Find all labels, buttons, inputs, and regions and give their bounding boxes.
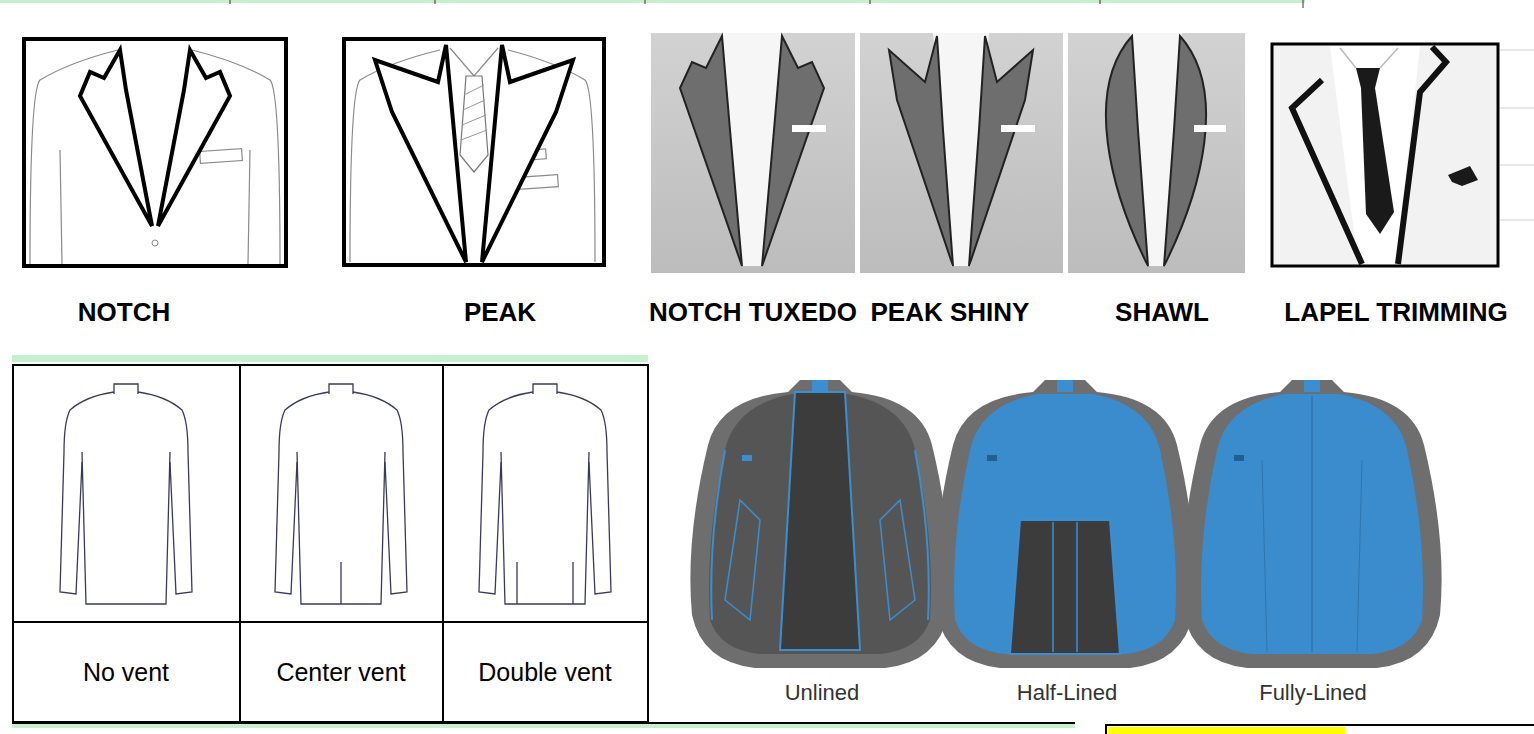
peak-lapel-drawing xyxy=(344,39,604,265)
lapel-caption: SHAWL xyxy=(1115,298,1209,328)
sheet-strip xyxy=(0,0,1305,3)
note-box xyxy=(1106,725,1534,734)
table-cell: No vent xyxy=(83,658,169,687)
notch-lapel-drawing xyxy=(24,39,286,266)
table-cell: Double vent xyxy=(478,658,611,687)
jacket-back-drawings xyxy=(60,384,611,604)
sheet-strip xyxy=(12,724,1075,728)
lapel-caption: PEAK xyxy=(464,298,536,328)
peak-shiny-drawing xyxy=(860,33,1063,273)
sheet-border xyxy=(12,722,1075,724)
vent-table xyxy=(12,355,648,722)
notch-tuxedo-drawing xyxy=(651,33,855,273)
lining-label: Unlined xyxy=(785,680,860,705)
sheet-ticks xyxy=(230,0,1303,8)
lining-label: Half-Lined xyxy=(1017,680,1117,705)
table-cell: Center vent xyxy=(276,658,405,687)
note-highlight xyxy=(1108,727,1345,734)
lapel-caption: NOTCH xyxy=(78,298,170,328)
lapel-trimming-photo xyxy=(1272,44,1498,266)
lapel-caption: LAPEL TRIMMING xyxy=(1284,298,1507,328)
lining-illustration xyxy=(665,350,1468,712)
shawl-drawing xyxy=(1068,33,1245,273)
lapel-caption: NOTCH TUXEDO xyxy=(649,298,857,328)
sheet-gridlines xyxy=(1500,50,1534,220)
lining-label: Fully-Lined xyxy=(1259,680,1367,705)
lapel-caption: PEAK SHINY xyxy=(871,298,1030,328)
